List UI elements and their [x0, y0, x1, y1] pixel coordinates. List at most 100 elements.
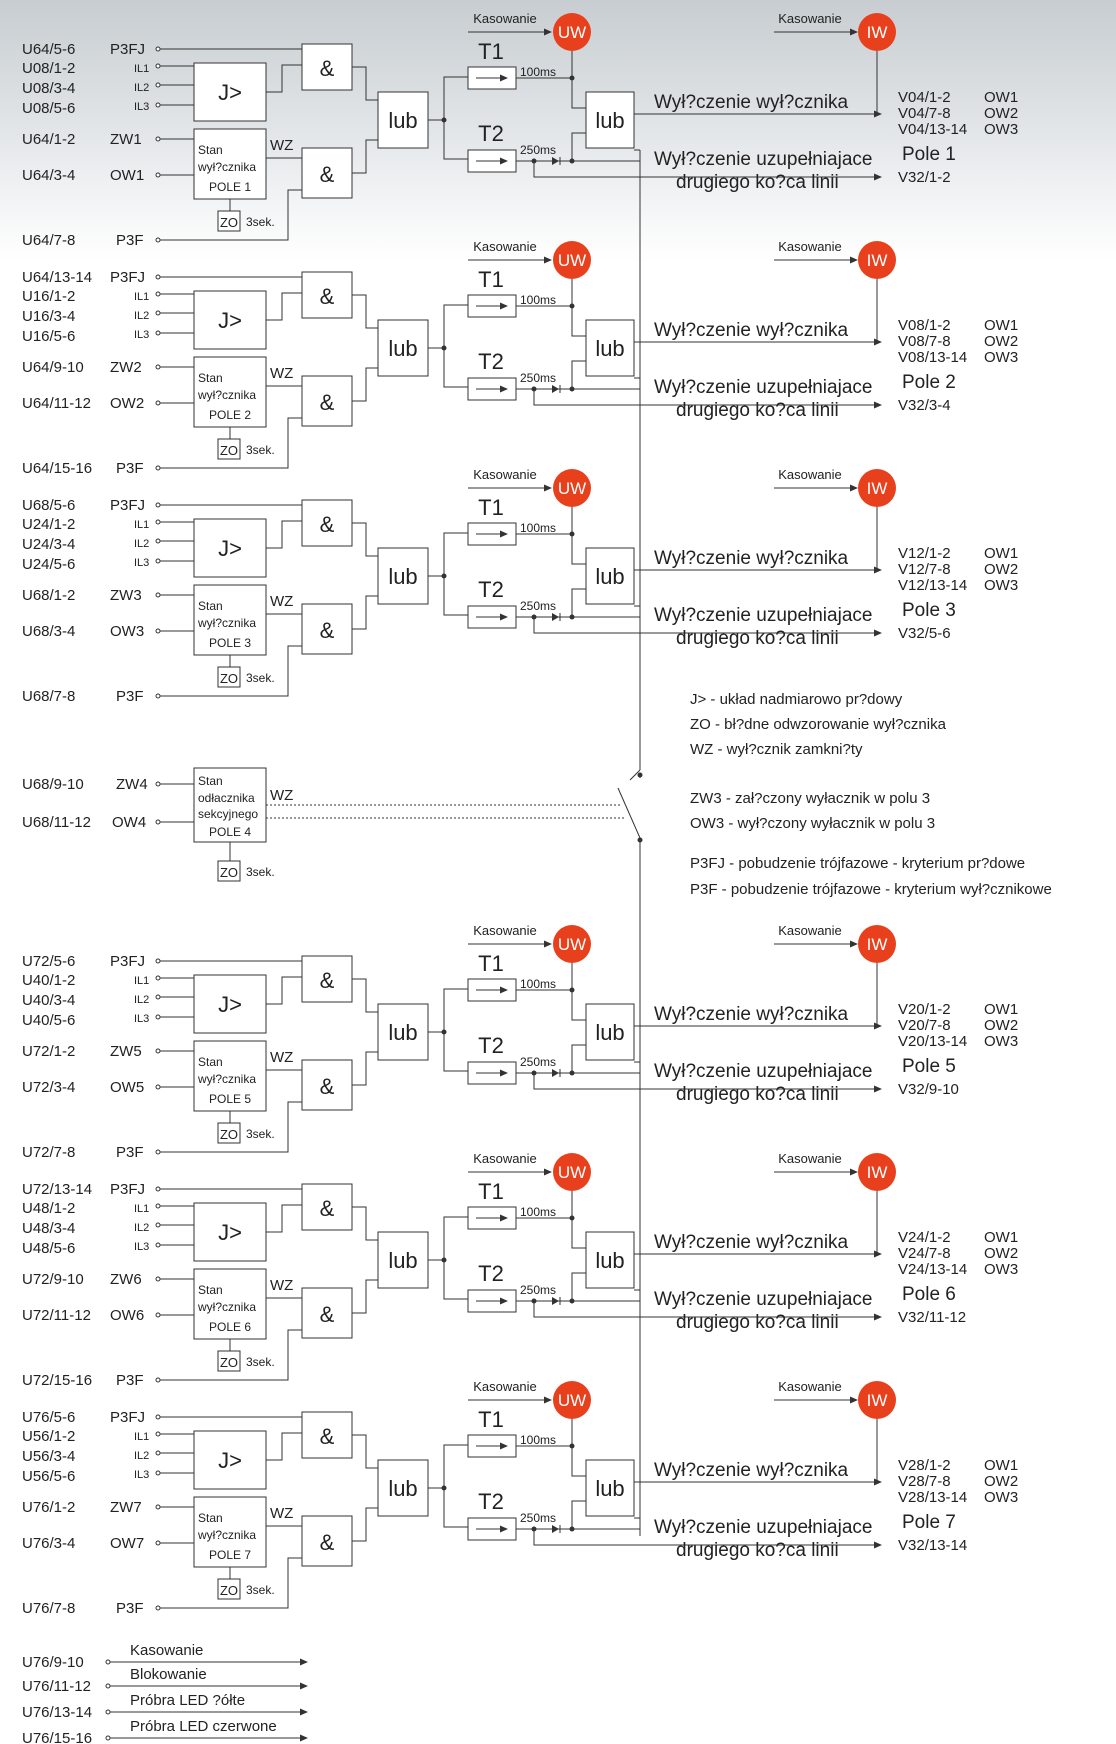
v-output-1: V12/1-2: [898, 545, 951, 562]
diode: [552, 1525, 559, 1533]
or-gate-2-label: lub: [595, 1248, 624, 1273]
arrow-head: [500, 1442, 508, 1450]
arrow-head: [850, 1168, 858, 1176]
il3-label: IL3: [134, 1241, 149, 1253]
terminal: [155, 1504, 161, 1510]
arrow-head: [874, 1313, 882, 1321]
overcurrent-block: [193, 290, 267, 350]
terminal: [155, 102, 161, 108]
terminal: [105, 1735, 111, 1741]
wz-label: WZ: [270, 1049, 293, 1066]
ow-label: OW7: [110, 1535, 144, 1552]
terminal: [155, 364, 161, 370]
zo-label: ZO: [220, 1127, 238, 1142]
wz-label: WZ: [270, 137, 293, 154]
and-gate-2-label: &: [320, 1302, 335, 1327]
stan-label: Stan: [198, 371, 223, 385]
iw-lamp: [858, 1381, 896, 1419]
supp-label: Wył?czenie uzupełniajace: [654, 377, 872, 398]
zw-label: ZW5: [110, 1043, 142, 1060]
il2-label: IL2: [134, 1450, 149, 1462]
input-function: Kasowanie: [130, 1642, 203, 1659]
p3f-label: P3F: [116, 460, 144, 477]
pole-block-1: U64/5-6U08/1-2U08/3-4U08/5-6U64/1-2U64/3…: [22, 11, 1018, 249]
input-code: U24/3-4: [22, 536, 75, 553]
zo-label: ZO: [220, 443, 238, 458]
v-output-3: V28/13-14: [898, 1489, 967, 1506]
terminal: [105, 1683, 111, 1689]
p3f-label: P3F: [116, 688, 144, 705]
il1-label: IL1: [134, 975, 149, 987]
il1-label: IL1: [134, 519, 149, 531]
diode: [552, 1297, 559, 1305]
il2-label: IL2: [134, 994, 149, 1006]
v-output-1: V08/1-2: [898, 317, 951, 334]
t1-label: T1: [478, 1179, 504, 1204]
input-code: U68/3-4: [22, 623, 75, 640]
arrow-head: [300, 1682, 308, 1690]
v-output-3: V20/13-14: [898, 1033, 967, 1050]
iw-lamp-label: IW: [867, 1163, 888, 1182]
wylacznika-label: wył?cznika: [197, 616, 256, 630]
v-output-3: V04/13-14: [898, 121, 967, 138]
or-gate-1: [377, 547, 429, 605]
junction-dot: [637, 837, 643, 843]
diode: [552, 1069, 559, 1077]
and-gate-2: [301, 1059, 353, 1111]
input-code: U76/11-12: [22, 1678, 91, 1695]
input-code: U68/9-10: [22, 776, 84, 793]
and-gate-2-label: &: [320, 618, 335, 643]
pole-ref: Pole 5: [902, 1056, 956, 1077]
wylacznika-label: wył?cznika: [197, 160, 256, 174]
ow-output-3: OW3: [984, 1033, 1018, 1050]
bus-line: [617, 149, 643, 1536]
stan-label: Stan: [198, 599, 223, 613]
t1-delay: 100ms: [520, 521, 556, 535]
arrow-head: [544, 1396, 552, 1404]
trip-label: Wył?czenie wył?cznika: [654, 1232, 849, 1253]
input-code: U08/5-6: [22, 100, 75, 117]
iw-lamp-label: IW: [867, 251, 888, 270]
uw-lamp-label: UW: [558, 23, 586, 42]
supp-label: Wył?czenie uzupełniajace: [654, 1289, 872, 1310]
arrow-head: [874, 1085, 882, 1093]
or-gate-2-label: lub: [595, 564, 624, 589]
pole-name: POLE 6: [209, 1320, 251, 1334]
arrow-head: [500, 1525, 508, 1533]
pole-name: POLE 1: [209, 180, 251, 194]
il3-label: IL3: [134, 101, 149, 113]
zw-label: ZW6: [110, 1271, 142, 1288]
arrow-head: [500, 385, 508, 393]
breaker-state-block: [193, 1040, 267, 1112]
il1-label: IL1: [134, 1203, 149, 1215]
pole-ref: Pole 1: [902, 144, 956, 165]
legend-item: ZO - bł?dne odwzorowanie wył?cznika: [690, 716, 947, 733]
v32-output: V32/13-14: [898, 1537, 967, 1554]
arrow-head: [850, 1396, 858, 1404]
iw-lamp-label: IW: [867, 23, 888, 42]
input-code: U76/5-6: [22, 1409, 75, 1426]
zo-block: [217, 438, 241, 460]
wz-label: WZ: [270, 1277, 293, 1294]
arrow-head: [874, 110, 882, 118]
trip-label: Wył?czenie wył?cznika: [654, 1004, 849, 1025]
il3-label: IL3: [134, 329, 149, 341]
ow-output-1: OW1: [984, 1457, 1018, 1474]
terminal: [155, 82, 161, 88]
pole-block-5: U72/13-14U48/1-2U48/3-4U48/5-6U72/9-10U7…: [22, 1151, 1018, 1389]
sek-label: 3sek.: [246, 1355, 275, 1369]
wylacznika-label: wył?cznika: [197, 1072, 256, 1086]
and-gate-2-label: &: [320, 1074, 335, 1099]
il2-label: IL2: [134, 310, 149, 322]
arrow-head: [544, 256, 552, 264]
terminal: [105, 1659, 111, 1665]
iw-lamp: [858, 1153, 896, 1191]
iw-lamp: [858, 925, 896, 963]
ow-label: OW3: [110, 623, 144, 640]
pole-name: POLE 4: [209, 825, 251, 839]
terminal: [155, 1414, 161, 1420]
v-output-2: V12/7-8: [898, 561, 951, 578]
terminal: [155, 693, 161, 699]
supp-label: Wył?czenie uzupełniajace: [654, 605, 872, 626]
